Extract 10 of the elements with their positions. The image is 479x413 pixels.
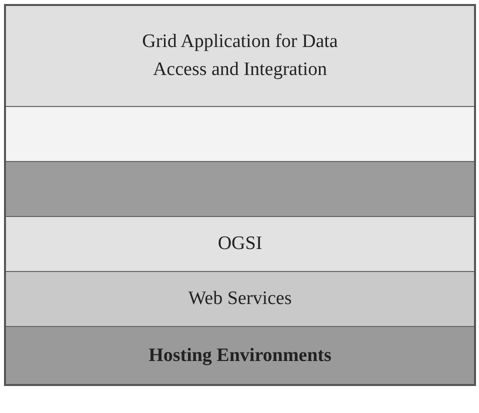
layer-label: Web Services (188, 287, 292, 312)
layer-band (6, 216, 474, 271)
layer-band (6, 271, 474, 326)
layer-band (6, 106, 474, 161)
layer-band (6, 326, 474, 384)
layer-label: OGSI (218, 232, 262, 256)
layer-label: Hosting Environments (148, 344, 332, 368)
layer-band (6, 6, 474, 106)
layer-band (6, 161, 474, 216)
layer-label: Grid Application for Data Access and Integration (141, 30, 339, 82)
